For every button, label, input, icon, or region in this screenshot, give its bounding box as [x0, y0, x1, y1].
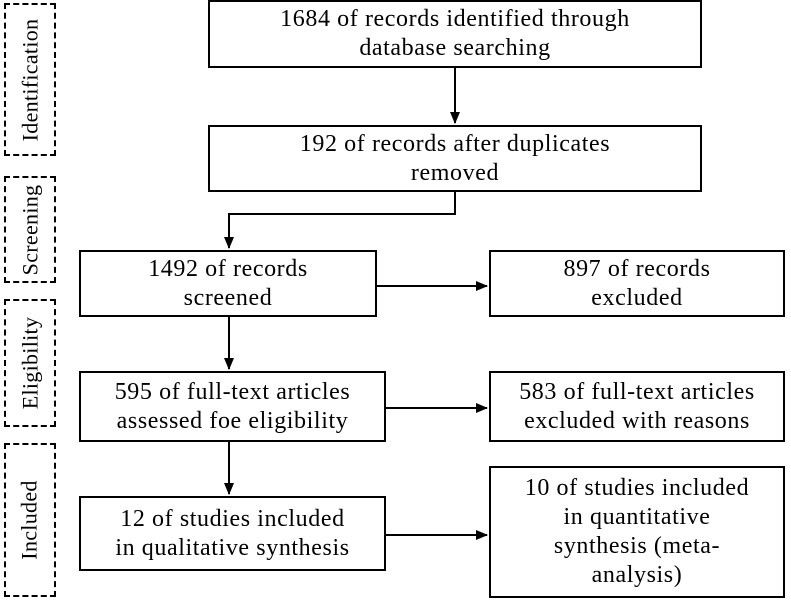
- box-quantitative-synthesis: 10 of studies included in quantitative s…: [489, 466, 785, 598]
- stage-screening: Screening: [4, 176, 56, 283]
- box-after-duplicates: 192 of records after duplicates removed: [208, 125, 702, 192]
- box-full-text-assessed: 595 of full-text articles assessed foe e…: [79, 371, 386, 442]
- box-records-screened: 1492 of records screened: [79, 250, 377, 317]
- stage-included: Included: [4, 443, 56, 597]
- box-records-identified: 1684 of records identified through datab…: [208, 0, 702, 68]
- box-qualitative-synthesis: 12 of studies included in qualitative sy…: [79, 496, 386, 571]
- box-full-text-excluded: 583 of full-text articles excluded with …: [489, 371, 785, 442]
- arrow-duplicates-to-screened: [224, 192, 456, 249]
- stage-eligibility: Eligibility: [4, 299, 56, 427]
- box-records-excluded: 897 of records excluded: [489, 250, 785, 317]
- stage-identification: Identification: [4, 3, 56, 156]
